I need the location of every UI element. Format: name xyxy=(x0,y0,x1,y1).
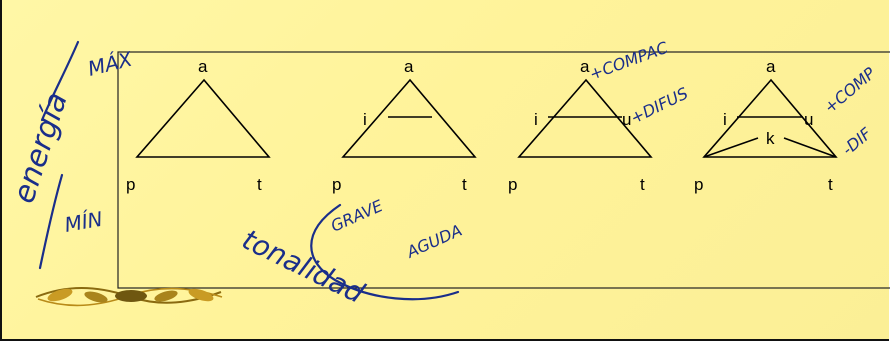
energy-arrow-stroke-bottom xyxy=(38,173,64,270)
vowel-top-label: a xyxy=(198,57,208,76)
triangle-outline xyxy=(702,78,838,158)
consonant-left-label: p xyxy=(332,175,341,194)
triangle-panel-2: a i p t xyxy=(332,57,477,194)
consonant-right-label: t xyxy=(462,175,467,194)
handwriting-dif: -DIF xyxy=(838,123,875,159)
handwriting-min: MÍN xyxy=(63,207,105,237)
triangle-inner-line-right xyxy=(783,137,837,158)
triangle-outline xyxy=(341,78,477,158)
consonant-left-label: p xyxy=(694,175,703,194)
triangle-outline xyxy=(517,78,653,158)
vowel-mid-right-label: u xyxy=(804,110,813,129)
vowel-mid-left-label: i xyxy=(534,110,538,129)
handwriting-energia: energía xyxy=(6,88,75,207)
inner-consonant-label: k xyxy=(766,129,775,148)
consonant-left-label: p xyxy=(126,175,135,194)
handwriting-comp: +COMP xyxy=(820,63,879,117)
triangle-panel-4: a i u k p t xyxy=(694,57,838,194)
triangle-panel-1: a p t xyxy=(126,57,271,194)
vowel-top-label: a xyxy=(404,57,414,76)
vowel-mid-right-label: u xyxy=(622,110,631,129)
handwriting-difus: +DIFUS xyxy=(627,84,691,128)
tonality-bracket-curve xyxy=(310,203,460,301)
handwriting-aguda: AGUDA xyxy=(403,221,465,262)
handwriting-max: MÁX xyxy=(85,46,135,80)
consonant-right-label: t xyxy=(640,175,645,194)
triangle-panel-3: a i u p t xyxy=(508,57,653,194)
consonant-right-label: t xyxy=(257,175,262,194)
triangle-inner-line-left xyxy=(703,137,759,158)
vowel-top-label: a xyxy=(766,57,776,76)
handwriting-compac: +COMPAC xyxy=(587,38,671,84)
diagram-frame xyxy=(117,51,890,289)
consonant-left-label: p xyxy=(508,175,517,194)
vowel-mid-left-label: i xyxy=(363,110,367,129)
vowel-mid-left-label: i xyxy=(723,110,727,129)
consonant-right-label: t xyxy=(828,175,833,194)
triangle-outline xyxy=(135,78,271,158)
vowel-top-label: a xyxy=(580,57,590,76)
energy-arrow-stroke-top xyxy=(40,40,80,122)
handwriting-tonalidad: tonalidad xyxy=(237,223,370,310)
handwriting-grave: GRAVE xyxy=(328,196,387,236)
ornament-flourish xyxy=(35,287,223,307)
